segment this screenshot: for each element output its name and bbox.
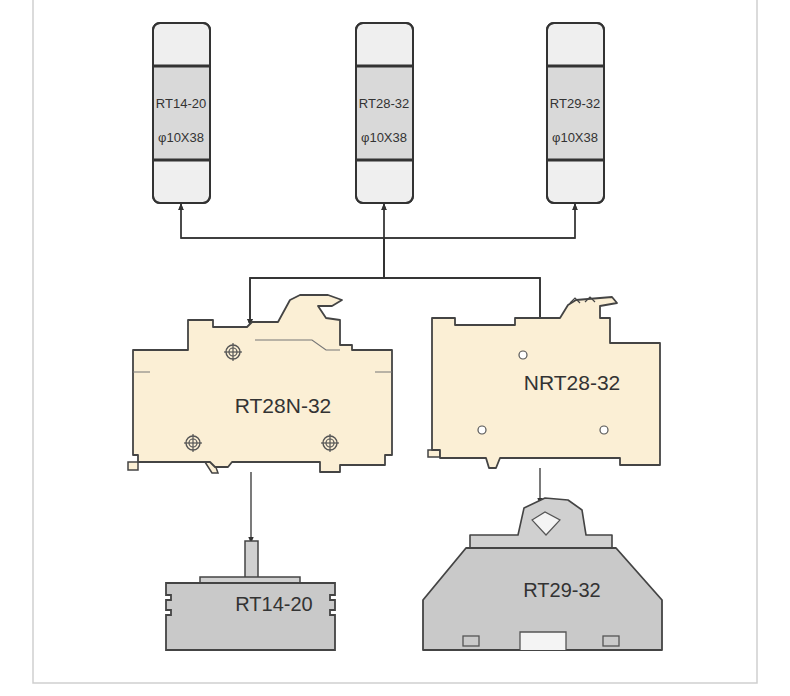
part-label: RT14-20	[235, 594, 312, 614]
fuse-base: RT29-32	[418, 490, 668, 655]
fuse-cartridge: RT29-32 φ10X38	[546, 22, 605, 204]
connector-arrow	[539, 468, 540, 504]
part-label: NRT28-32	[524, 372, 621, 393]
fuse-shape	[152, 22, 211, 204]
part-label: RT29-32	[523, 580, 600, 600]
fuse-label: φ10X38	[361, 131, 407, 144]
connector-arrow	[181, 204, 540, 323]
fuse-cartridge: RT14-20 φ10X38	[152, 22, 211, 204]
fuse-label: φ10X38	[158, 131, 204, 144]
fuse-label: RT28-32	[359, 97, 409, 110]
frame-line	[33, 0, 757, 683]
fuse-shape	[355, 22, 414, 204]
part-label: RT28N-32	[235, 395, 332, 416]
fuse-shape	[546, 22, 605, 204]
fuse-base: RT14-20	[160, 535, 342, 655]
fuse-base-shape	[418, 490, 668, 655]
fuse-label: φ10X38	[552, 131, 598, 144]
connector-arrow	[384, 204, 540, 323]
fuse-holder-shape	[126, 290, 398, 486]
fuse-holder: RT28N-32	[126, 290, 398, 486]
connector-arrow	[250, 472, 251, 543]
connector-arrow	[384, 204, 575, 323]
fuse-label: RT29-32	[550, 97, 600, 110]
fuse-label: RT14-20	[156, 97, 206, 110]
fuse-cartridge: RT28-32 φ10X38	[355, 22, 414, 204]
fuse-holder: NRT28-32	[426, 290, 666, 474]
connector-arrow	[181, 204, 384, 325]
